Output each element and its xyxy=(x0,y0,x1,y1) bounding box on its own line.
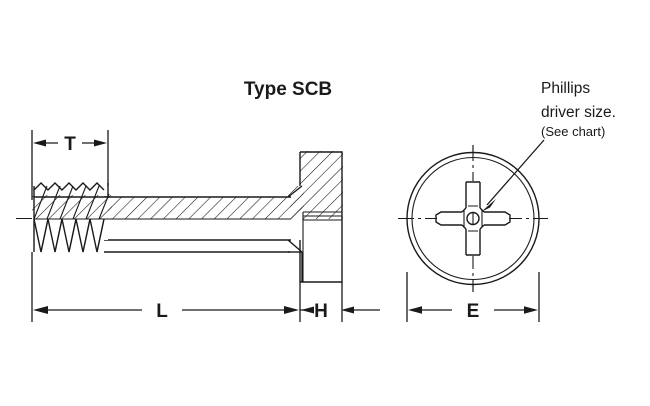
drawing-title: Type SCB xyxy=(244,79,332,100)
cross-arm-bottom xyxy=(465,229,481,256)
H-arrow-left xyxy=(301,306,314,314)
thread-crest-profile-top xyxy=(33,182,105,191)
callout-line-1: Phillips xyxy=(541,80,590,97)
L-arrow-left xyxy=(33,306,48,314)
screw-head-side xyxy=(299,151,343,283)
dimension-label-L: L xyxy=(156,301,168,322)
head-section-hatch xyxy=(300,151,343,219)
E-arrow-left xyxy=(408,306,422,314)
phillips-cross-recess xyxy=(435,181,511,256)
callout-leader-line xyxy=(486,139,545,206)
head-end-view: E xyxy=(398,145,548,322)
dimension-label-T: T xyxy=(64,134,76,155)
cross-arm-top xyxy=(465,181,481,208)
phillips-driver-callout: Phillips driver size. (See chart) xyxy=(481,80,616,212)
L-arrow-right xyxy=(284,306,299,314)
dimension-H: H xyxy=(300,282,380,322)
callout-line-2: driver size. xyxy=(541,104,616,121)
cross-arm-left xyxy=(435,211,462,226)
head-outline xyxy=(300,151,343,283)
T-arrow-right xyxy=(94,139,107,147)
plain-shank xyxy=(104,196,302,253)
dimension-E: E xyxy=(406,272,540,322)
cross-arm-right xyxy=(484,211,511,226)
H-arrow-right xyxy=(341,306,354,314)
E-arrow-right xyxy=(524,306,538,314)
callout-arrow-head xyxy=(481,199,496,212)
shoulder-chamfer-top xyxy=(287,185,303,198)
shank-section-hatch xyxy=(106,197,302,219)
T-arrow-left xyxy=(33,139,46,147)
dimension-T: T xyxy=(31,130,109,200)
callout-line-3: (See chart) xyxy=(541,124,605,139)
dimension-label-E: E xyxy=(467,301,480,322)
cross-inner-seat xyxy=(463,205,483,232)
shoulder-chamfer-bottom xyxy=(287,239,303,253)
thread-flanks-lower xyxy=(40,218,105,253)
thread-section-hatch xyxy=(32,195,112,219)
threaded-shank xyxy=(32,182,112,253)
dimension-L: L xyxy=(31,252,301,322)
dimension-label-H: H xyxy=(314,301,328,322)
thread-flanks-upper xyxy=(33,185,110,220)
side-elevation-view: T L H xyxy=(16,130,380,322)
